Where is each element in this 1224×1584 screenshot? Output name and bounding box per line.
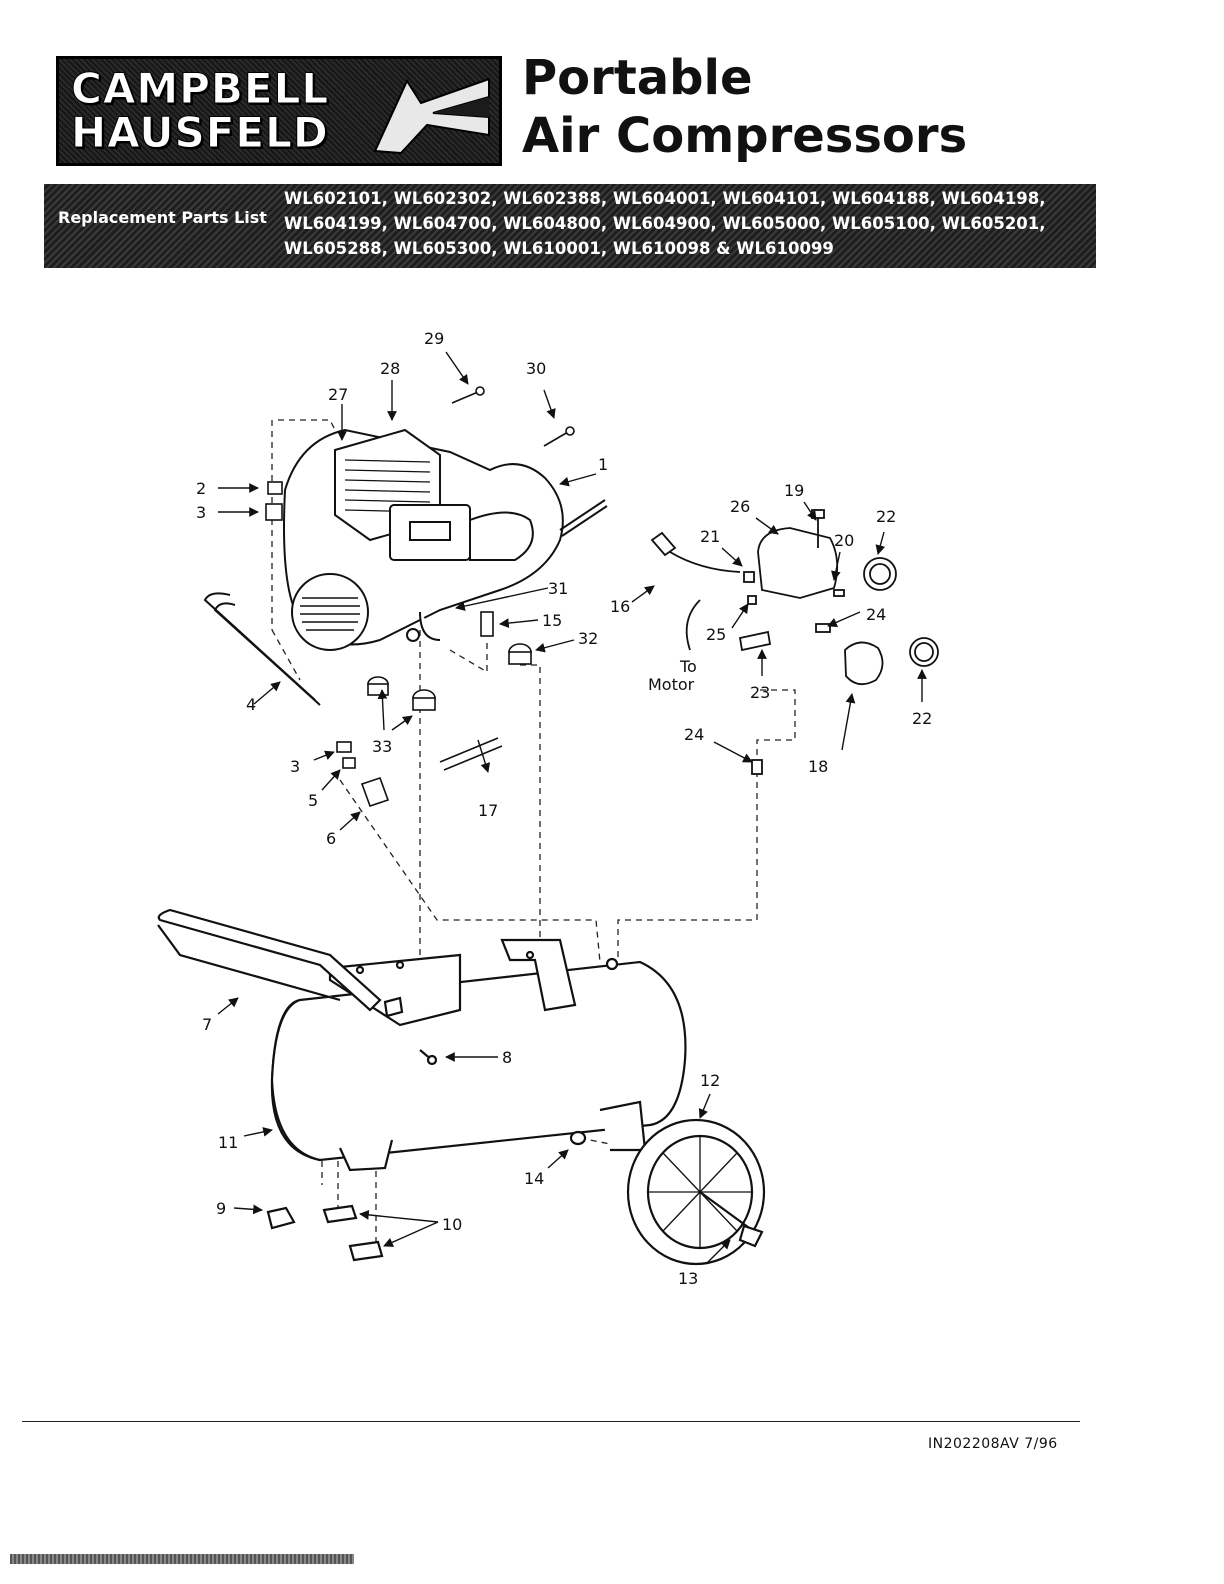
callout-23: 23 <box>750 683 770 702</box>
callout-16: 16 <box>610 597 630 616</box>
page-title-line-2: Air Compressors <box>522 108 968 164</box>
callout-29: 29 <box>424 329 444 348</box>
air-tank-assembly <box>157 908 766 1266</box>
footer-rule <box>22 1421 1080 1422</box>
document-code: IN202208AV 7/96 <box>928 1436 1058 1452</box>
brand-flag-icon <box>373 77 490 155</box>
to-motor-label-line-1: To <box>679 657 697 676</box>
callout-17: 17 <box>478 801 498 820</box>
callout-24-upper: 24 <box>866 605 886 624</box>
callout-25: 25 <box>706 625 726 644</box>
callout-arrows <box>217 351 927 1265</box>
brand-line-1: CAMPBELL <box>70 64 330 113</box>
model-list-line-1: WL602101, WL602302, WL602388, WL604001, … <box>284 189 1046 208</box>
pump-motor-assembly <box>283 428 608 651</box>
callout-2: 2 <box>196 479 206 498</box>
model-banner: Replacement Parts List WL602101, WL60230… <box>44 184 1096 268</box>
check-valve-parts <box>336 737 503 808</box>
callout-19: 19 <box>784 481 804 500</box>
callout-9: 9 <box>216 1199 226 1218</box>
discharge-tube <box>203 592 321 706</box>
callout-33: 33 <box>372 737 392 756</box>
callout-8: 8 <box>502 1048 512 1067</box>
callout-11: 11 <box>218 1133 238 1152</box>
callout-20: 20 <box>834 531 854 550</box>
callout-22-upper: 22 <box>876 507 896 526</box>
callout-30: 30 <box>526 359 546 378</box>
callout-5: 5 <box>308 791 318 810</box>
callout-7: 7 <box>202 1015 212 1034</box>
callout-10: 10 <box>442 1215 462 1234</box>
callout-21: 21 <box>700 527 720 546</box>
model-list-line-2: WL604199, WL604700, WL604800, WL604900, … <box>284 214 1046 233</box>
page-title-line-1: Portable <box>522 50 753 106</box>
to-motor-label-line-2: Motor <box>648 675 695 694</box>
callout-22-lower: 22 <box>912 709 932 728</box>
callout-28: 28 <box>380 359 400 378</box>
callout-13: 13 <box>678 1269 698 1288</box>
callout-31: 31 <box>548 579 568 598</box>
callout-labels: 1 2 3 3 4 5 6 7 8 9 10 11 12 13 14 15 16… <box>196 329 932 1288</box>
callout-18: 18 <box>808 757 828 776</box>
callout-32: 32 <box>578 629 598 648</box>
callout-3-lower: 3 <box>290 757 300 776</box>
callout-1: 1 <box>598 455 608 474</box>
callout-26: 26 <box>730 497 750 516</box>
callout-12: 12 <box>700 1071 720 1090</box>
callout-3-upper: 3 <box>196 503 206 522</box>
callout-15: 15 <box>542 611 562 630</box>
scan-artifact-strip <box>10 1554 354 1564</box>
banner-label: Replacement Parts List <box>58 208 267 227</box>
callout-6: 6 <box>326 829 336 848</box>
model-list-line-3: WL605288, WL605300, WL610001, WL610098 &… <box>284 239 834 258</box>
brand-line-2: HAUSFELD <box>71 108 329 157</box>
model-list: WL602101, WL602302, WL602388, WL604001, … <box>284 186 1090 261</box>
callout-24-lower: 24 <box>684 725 704 744</box>
callout-4: 4 <box>246 695 256 714</box>
callout-27: 27 <box>328 385 348 404</box>
brand-logo: CAMPBELL HAUSFELD <box>56 56 502 166</box>
callout-14: 14 <box>524 1169 544 1188</box>
